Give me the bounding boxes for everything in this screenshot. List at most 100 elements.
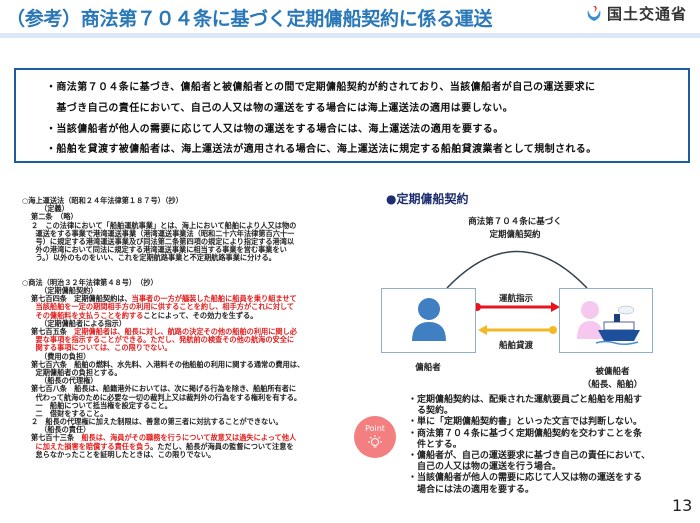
ship-owner-box <box>559 288 653 353</box>
law-line: ○商法（明治３２年法律第４８号） （抄） <box>22 277 362 287</box>
point-badge: Point <box>354 416 396 458</box>
clause-text: 。ただし、船長が海員の監督について注意を <box>150 441 294 451</box>
law-line: 要な事項を指示することができる。ただし、発航前の検査その他の航海の安全に <box>22 336 362 344</box>
law-line: （船長の責任） <box>22 426 362 434</box>
law-line: 第七百八条 船長は、船籍港外においては、次に掲げる行為を除き、船舶所有者に <box>22 385 362 393</box>
org-name: 国土交通省 <box>607 5 688 23</box>
law-line: 第二条 （略） <box>22 213 362 221</box>
clause-text: ○海上運送法（昭和２４年法律第１８７号）（抄） <box>22 196 183 205</box>
law-line: 当該船舶を一定の期間相手方の利用に供することを約し、相手方がこれに対して <box>22 303 362 311</box>
clause-text: 外の港湾において同法に規定する港湾運送事業に相当する事業を営む事業をい <box>35 245 287 255</box>
clause-text: 第七百四条 定期傭船契約は、 <box>31 294 132 304</box>
ministry-logo: 国土交通省 <box>585 3 687 24</box>
law-line: 関する事項については、この限りでない。 <box>22 344 362 352</box>
law-line: （定義） <box>22 205 362 213</box>
point-line: 場合には法の適用を要する。 <box>408 484 535 495</box>
point-line: ・単に「定期傭船契約書」といった文言では判断しない。 <box>408 417 643 428</box>
highlighted-clause: 関する事項については、この限りでない。 <box>35 343 172 353</box>
clause-text: 第二条 （略） <box>31 212 78 222</box>
law-line: （船長の代理権） <box>22 377 362 385</box>
law-line: ２ 船長の代理権に加えた制限は、善意の第三者に対抗することができない。 <box>22 417 362 427</box>
lightbulb-icon <box>368 435 382 448</box>
arrow-label: 船舶貸渡 <box>498 341 533 351</box>
law-line: 第七百五条 定期傭船者は、船長に対し、航路の決定その他の船舶の利用に関し必 <box>22 327 362 336</box>
clause-text: う。）以外のものをいい、これを定期航路事業と不定期航路事業に分ける。 <box>35 253 276 263</box>
summary-line: ・当該傭船者が他人の需要に応じて人又は物の運送をする場合には、海上運送法の適用を… <box>46 124 504 135</box>
point-line: ・当該傭船者が他人の需要に応じて人又は物の運送をする <box>408 473 643 484</box>
highlighted-clause: に加えた損害を賠償する責任を負う <box>35 441 151 451</box>
point-line: る契約。 <box>408 406 454 417</box>
clause-text: 代わって航海のために必要な一切の裁判上又は裁判外の行為をする権利を有する。 <box>35 392 302 402</box>
law-line: （費用の負担） <box>22 351 362 361</box>
point-line: ・傭船者が、自己の運送要求に基づき自己の責任において、 <box>408 451 651 462</box>
person-icon <box>412 298 446 341</box>
clause-text: 定期傭船者の負担とする。 <box>35 367 122 377</box>
highlighted-clause: 当事者の一方が艤装した船舶に船員を乗り組ませて <box>131 294 297 304</box>
clause-text: ことによって、その効力を生ずる。 <box>143 310 258 320</box>
contract-label: 定期傭船契約 <box>489 230 541 240</box>
clause-text: 怠らなかったことを証明したときは、この限りでない。 <box>35 449 216 459</box>
page-number: 13 <box>672 496 693 515</box>
law-line: 一 船舶について抵当権を設定すること。 <box>22 400 362 410</box>
person-and-ship-icon <box>577 301 640 346</box>
charterer-box <box>381 288 476 353</box>
mlit-emblem-icon <box>587 5 601 21</box>
summary-box: ・商法第７０４条に基づき、傭船者と被傭船者との間で定期傭船契約が約されており、当… <box>14 68 690 163</box>
contract-label: 商法第７０４条に基づく <box>468 217 562 227</box>
law-excerpt: ○海上運送法（昭和２４年法律第１８７号）（抄）（定義）第二条 （略）２ この法律… <box>22 196 362 459</box>
ship-lending-arrow <box>478 325 557 335</box>
clause-text: （定期傭船契約） <box>40 286 98 296</box>
law-line: 第七百四条 定期傭船契約は、当事者の一方が艤装した船舶に船員を乗り組ませて <box>22 295 362 303</box>
clause-text: 第七百十三条 <box>31 433 82 443</box>
clause-text: ２ この法律において「船舶運航事業」とは、海上において船舶により人又は物の <box>31 220 297 230</box>
clause-text: ○商法（明治３２年法律第４８号） （抄） <box>22 277 158 287</box>
clause-text: ２ 船長の代理権に加えた制限は、善意の第三者に対抗することができない。 <box>31 417 283 427</box>
clause-text: 運送をする事業で港湾運送事業（港湾運送事業法（昭和二十六年法律第百六十一 <box>35 228 295 238</box>
summary-line: ・商法第７０４条に基づき、傭船者と被傭船者との間で定期傭船契約が約されており、当… <box>46 82 596 93</box>
clause-text: 二 借財をすること。 <box>35 408 108 418</box>
law-line: う。）以外のものをいい、これを定期航路事業と不定期航路事業に分ける。 <box>22 254 362 262</box>
law-line: 第七百六条 船舶の燃料、水先料、入港料その他船舶の利用に関する通常の費用は、 <box>22 359 362 369</box>
law-line: に加えた損害を賠償する責任を負う。ただし、船長が海員の監督について注意を <box>22 441 362 451</box>
point-line: 自己の人又は物の運送を行う場合。 <box>408 462 562 473</box>
highlighted-clause: 当該船舶を一定の期間相手方の利用に供することを約し、相手方がこれに対して <box>35 302 295 312</box>
highlighted-clause: 要な事項を指示することができる。ただし、発航前の検査その他の航海の安全に <box>35 335 295 345</box>
clause-text: （定期傭船者による指示） <box>40 318 127 328</box>
point-line: ・定期傭船契約は、配乗された運航要員ごと船舶を用船す <box>408 395 643 405</box>
law-line: 号）に規定する港湾運送事業及び同法第二条第四項の規定により指定する港湾以 <box>22 236 362 246</box>
point-line: 件とする。 <box>408 439 462 450</box>
law-line: ○海上運送法（昭和２４年法律第１８７号）（抄） <box>22 196 362 205</box>
law-line <box>22 263 362 271</box>
clause-text: 第七百八条 船長は、船籍港外においては、次に掲げる行為を除き、船舶所有者に <box>31 384 297 394</box>
law-line: 怠らなかったことを証明したときは、この限りでない。 <box>22 449 362 459</box>
law-line: 第七百十三条 船長は、海員がその職務を行うについて故意又は過失によって他人 <box>22 434 362 442</box>
points-list: ・定期傭船契約は、配乗された運航要員ごと船舶を用船す る契約。・単に「定期傭船契… <box>408 395 693 496</box>
page-title: （参考）商法第７０４条に基づく定期傭船契約に係る運送 <box>6 8 493 30</box>
law-line: 外の港湾において同法に規定する港湾運送事業に相当する事業を営む事業をい <box>22 246 362 254</box>
law-line: 運送をする事業で港湾運送事業（港湾運送事業法（昭和二十六年法律第百六十一 <box>22 228 362 238</box>
clause-text: （費用の負担） <box>40 351 91 361</box>
clause-text: 号）に規定する港湾運送事業及び同法第二条第四項の規定により指定する港湾以 <box>35 236 295 246</box>
title-underline <box>0 33 700 38</box>
highlighted-clause: 定期傭船者は、船長に対し、航路の決定その他の船舶の利用に関し必 <box>74 327 297 336</box>
law-line: （定期傭船契約） <box>22 286 362 296</box>
arrow-label: 運航指示 <box>498 294 533 304</box>
clause-text: （船長の代理権） <box>40 376 98 386</box>
law-line: 定期傭船者の負担とする。 <box>22 367 362 377</box>
point-label: Point <box>365 424 385 433</box>
summary-line: ・船舶を貸渡す被傭船者は、海上運送法が適用される場合に、海上運送法に規定する船舶… <box>46 144 597 155</box>
summary-line: 基づき自己の責任において、自己の人又は物の運送をする場合には海上運送法の適用は要… <box>46 103 514 114</box>
law-line: 代わって航海のために必要な一切の裁判上又は裁判外の行為をする権利を有する。 <box>22 392 362 402</box>
clause-text: 第七百五条 <box>31 327 75 336</box>
law-line: その傭船料を支払うことを約することによって、その効力を生ずる。 <box>22 310 362 320</box>
point-line: ・商法第７０４条に基づく定期傭船契約を交わすことを条 <box>408 428 643 439</box>
charterer-label: 傭船者 <box>415 363 441 373</box>
diagram-heading: ●定期傭船契約 <box>386 192 469 206</box>
clause-text: 一 船舶について抵当権を設定すること。 <box>35 400 172 410</box>
highlighted-clause: 船長は、海員がその職務を行うについて故意又は過失によって他人 <box>81 433 297 443</box>
law-line: ２ この法律において「船舶運航事業」とは、海上において船舶により人又は物の <box>22 220 362 230</box>
clause-text: 第七百六条 船舶の燃料、水先料、入港料その他船舶の利用に関する通常の費用は、 <box>31 359 305 369</box>
highlighted-clause: その傭船料を支払うことを約する <box>35 310 144 320</box>
ship-owner-sublabel: （船長、船舶） <box>582 380 643 390</box>
law-line: 二 借財をすること。 <box>22 408 362 418</box>
